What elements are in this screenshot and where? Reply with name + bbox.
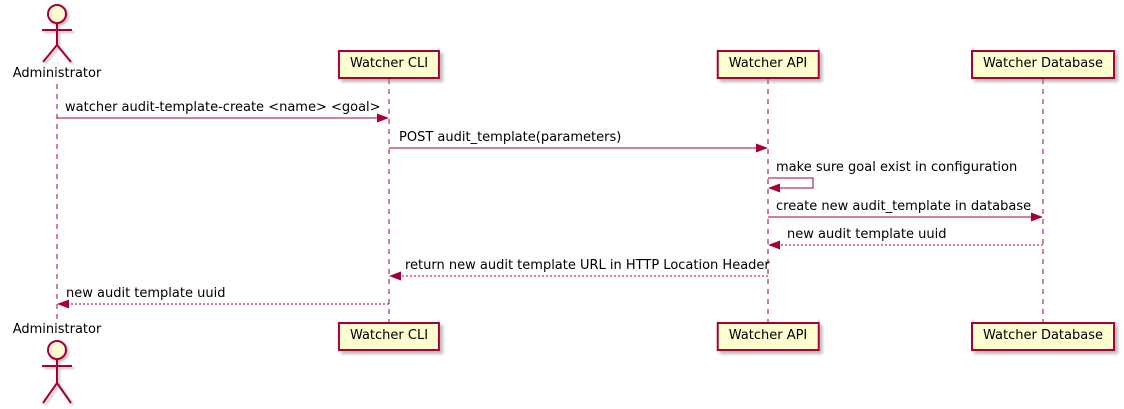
message-label-3: make sure goal exist in configuration — [776, 160, 1018, 175]
message-label-4: create new audit_template in database — [776, 199, 1032, 214]
participant-box-watcher-cli-bottom: Watcher CLI — [337, 322, 441, 351]
participant-box-watcher-database-bottom: Watcher Database — [971, 322, 1115, 351]
message-label-6: return new audit template URL in HTTP Lo… — [405, 258, 770, 273]
message-label-1: watcher audit-template-create <name> <go… — [65, 100, 381, 115]
message-label-2: POST audit_template(parameters) — [399, 130, 622, 145]
message-label-5: new audit template uuid — [787, 227, 947, 242]
participant-box-watcher-database-top: Watcher Database — [971, 50, 1115, 79]
administrator-actor-icon-top — [42, 4, 72, 63]
participant-box-watcher-cli-top: Watcher CLI — [337, 50, 441, 79]
message-arrowhead-2 — [756, 143, 768, 153]
message-arrowhead-7 — [57, 299, 69, 309]
message-arrowhead-6 — [389, 271, 401, 281]
administrator-label-top: Administrator — [12, 66, 102, 81]
message-arrowhead-4 — [1031, 212, 1043, 222]
administrator-label-bottom: Administrator — [12, 322, 102, 337]
participant-box-watcher-api-top: Watcher API — [716, 50, 820, 79]
message-arrowhead-3 — [768, 183, 780, 193]
message-arrowhead-5 — [768, 240, 780, 250]
message-arrowhead-1 — [377, 113, 389, 123]
administrator-actor-icon-bottom — [42, 340, 72, 404]
participant-box-watcher-api-bottom: Watcher API — [716, 322, 820, 351]
message-arrow-3-self-loop — [768, 177, 814, 189]
message-label-7: new audit template uuid — [66, 286, 226, 301]
